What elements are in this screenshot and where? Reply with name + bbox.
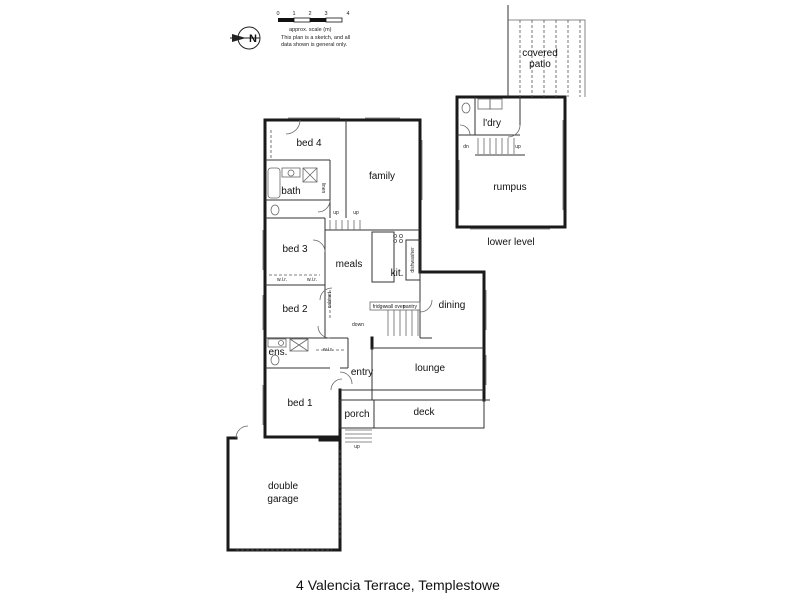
scale-tick: 4 — [346, 11, 349, 17]
garage-walls — [226, 425, 342, 552]
compass-icon: N — [230, 26, 261, 50]
fixture-label-wall-oven: wall oven — [385, 304, 406, 310]
scale-tick: 1 — [292, 11, 295, 17]
room-label-bed1: bed 1 — [287, 398, 312, 409]
scale-caption: approx. scale (m) — [289, 27, 332, 33]
fixture-label-down: down — [352, 322, 364, 328]
room-label-deck: deck — [413, 407, 435, 418]
fixture-label-up: up — [515, 144, 521, 150]
porch-deck — [339, 399, 490, 443]
fixture-label-up: up — [353, 210, 359, 216]
room-label-ldry: l'dry — [483, 118, 501, 129]
scale-bar: 0 1 2 3 4 approx. scale (m) This plan is… — [276, 11, 350, 48]
room-label-family: family — [369, 171, 395, 182]
fixture-label-linen: linen — [320, 183, 326, 194]
scale-tick: 0 — [276, 11, 279, 17]
room-label-bed3: bed 3 — [282, 244, 307, 255]
fixture-label-up: up — [333, 210, 339, 216]
fixture-label-cabinet: cabinet — [327, 291, 333, 308]
fixture-label-up: up — [354, 444, 360, 450]
room-label-lounge: lounge — [415, 363, 445, 374]
room-label-kit: kit. — [391, 268, 404, 279]
fixture-label-dishwasher: dishwasher — [410, 247, 416, 273]
room-label-bed4: bed 4 — [296, 138, 321, 149]
room-label-lower-level: lower level — [487, 237, 534, 248]
room-label-porch: porch — [344, 409, 369, 420]
fixture-label-dn: dn — [463, 144, 469, 150]
room-label-dining: dining — [439, 300, 466, 311]
scale-disclaimer: This plan is a sketch, and all — [281, 35, 350, 41]
scale-tick: 3 — [324, 11, 327, 17]
room-label-bath: bath — [281, 186, 300, 197]
fixture-label-pantry: pantry — [403, 304, 417, 310]
scale-disclaimer: data shown is general only. — [281, 42, 348, 48]
property-address: 4 Valencia Terrace, Templestowe — [296, 577, 500, 593]
room-label-garage: double — [268, 481, 298, 492]
lower-level-walls — [455, 5, 586, 230]
main-house-walls — [262, 117, 487, 439]
room-label-ens: ens. — [269, 347, 288, 358]
room-label-covered-patio: patio — [529, 59, 551, 70]
room-label-meals: meals — [336, 259, 363, 270]
scale-tick: 2 — [308, 11, 311, 17]
fixture-label-wir: w.i.r. — [277, 277, 287, 283]
compass-letter: N — [249, 33, 257, 45]
fixture-label-wir: w.i.r. — [323, 347, 333, 353]
room-label-rumpus: rumpus — [493, 182, 526, 193]
fixture-label-wir: w.i.r. — [307, 277, 317, 283]
room-label-entry: entry — [351, 367, 373, 378]
room-label-garage: garage — [267, 494, 299, 505]
room-label-bed2: bed 2 — [282, 304, 307, 315]
fixture-label-fridge: fridge — [373, 304, 386, 310]
room-label-covered-patio: covered — [522, 48, 558, 59]
